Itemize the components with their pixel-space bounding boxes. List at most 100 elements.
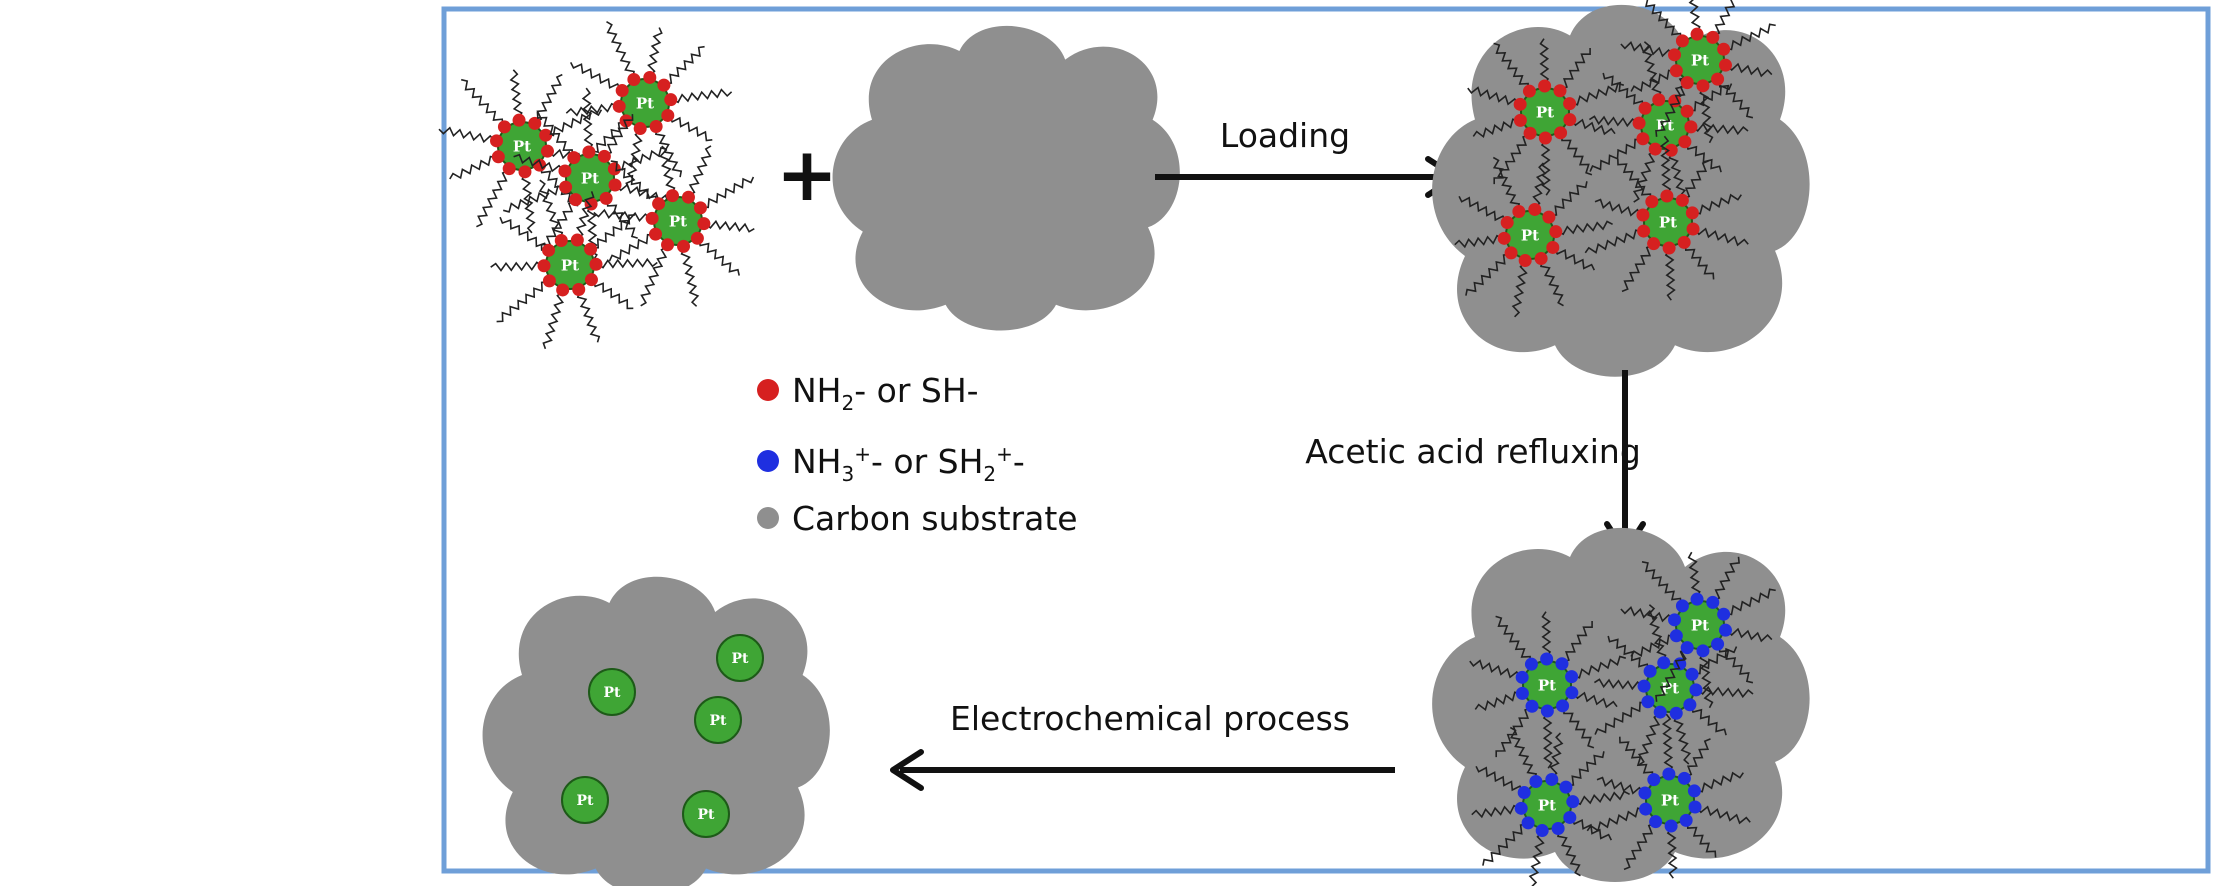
ligand-headgroup-dot — [1514, 801, 1528, 815]
pt-label: Pt — [1691, 51, 1709, 69]
ligand-headgroup-dot — [661, 108, 675, 122]
ligand-chain-icon — [606, 21, 635, 78]
ligand-headgroup-dot — [540, 144, 554, 158]
ligand-chain-icon — [1571, 118, 1616, 136]
ligand-headgroup-dot — [1675, 599, 1689, 613]
ligand-chain-icon — [1726, 62, 1773, 78]
pt-core — [561, 776, 609, 824]
ligand-chain-icon — [1532, 162, 1547, 209]
ligand-headgroup-dot — [1632, 116, 1646, 130]
ligand-chain-icon — [1699, 652, 1714, 709]
pt-label: Pt — [1661, 679, 1679, 697]
ligand-headgroup-dot — [1523, 126, 1537, 140]
ligand-chain-icon — [1620, 606, 1674, 623]
ligand-headgroup-dot — [1553, 84, 1567, 98]
ligand-chain-icon — [1623, 822, 1655, 871]
ligand-chain-icon — [1549, 732, 1564, 779]
ligand-headgroup-dot — [615, 84, 629, 98]
ligand-chain-icon — [1668, 151, 1687, 202]
ligand-headgroup-dot — [490, 134, 504, 148]
ligand-chain-icon — [1630, 69, 1675, 93]
ligand-headgroup-dot — [1563, 113, 1577, 127]
ligand-chain-icon — [1620, 41, 1674, 58]
ligand-headgroup-dot — [1657, 656, 1671, 670]
pt-label: Pt — [669, 212, 687, 230]
legend-item-amine-thiol: NH2- or SH- — [792, 371, 979, 415]
ligand-headgroup-dot — [627, 73, 641, 87]
ligand-chain-icon — [1584, 229, 1642, 254]
ligand-headgroup-dot — [1711, 72, 1725, 86]
ligand-headgroup-dot — [1551, 821, 1565, 835]
ligand-headgroup-dot — [1675, 193, 1689, 207]
ligand-headgroup-dot — [599, 191, 613, 205]
pt-label: Pt — [604, 685, 622, 701]
ligand-headgroup-dot — [1515, 670, 1529, 684]
ligand-headgroup-dot — [1680, 104, 1694, 118]
ligand-chain-icon — [1684, 243, 1715, 280]
ligand-chain-icon — [499, 216, 548, 250]
ligand-headgroup-dot — [1512, 205, 1526, 219]
ligand-chain-icon — [1696, 805, 1751, 825]
ligand-chain-icon — [1454, 234, 1503, 249]
ligand-headgroup-dot — [1538, 131, 1552, 145]
ligand-chain-icon — [698, 239, 740, 276]
ligand-chain-icon — [592, 214, 636, 249]
ligand-headgroup-dot — [1497, 231, 1511, 245]
ligand-chain-icon — [1713, 0, 1736, 37]
ligand-chain-icon — [1637, 713, 1661, 766]
ligand-headgroup-dot — [542, 274, 556, 288]
ligand-headgroup-dot — [1556, 699, 1570, 713]
ligand-headgroup-dot — [570, 233, 584, 247]
pt-label: Pt — [561, 256, 579, 274]
ligand-headgroup-dot — [1563, 97, 1577, 111]
plus-sign: + — [776, 132, 838, 218]
ligand-chain-icon — [1641, 561, 1682, 605]
ligand-chain-icon — [449, 155, 497, 180]
ligand-headgroup-dot — [633, 122, 647, 136]
ligand-chain-icon — [1540, 139, 1551, 196]
ligand-chain-icon — [1562, 707, 1595, 749]
ligand-headgroup-dot — [1649, 815, 1663, 829]
ligand-chain-icon — [575, 191, 595, 239]
ligand-headgroup-dot — [584, 273, 598, 287]
ligand-headgroup-dot — [1690, 27, 1704, 41]
pt-label: Pt — [1659, 213, 1677, 231]
ligand-chain-icon — [1632, 150, 1656, 203]
ligand-headgroup-dot — [1565, 686, 1579, 700]
ligand-chain-icon — [640, 245, 668, 307]
ligand-chain-icon — [1619, 736, 1654, 779]
ligand-chain-icon — [665, 45, 705, 85]
ligand-headgroup-dot — [1638, 101, 1652, 115]
ligand-headgroup-dot — [502, 162, 516, 176]
ligand-chain-icon — [1528, 831, 1545, 886]
ligand-chain-icon — [1467, 86, 1519, 106]
ligand-chain-icon — [1465, 253, 1510, 296]
ligand-headgroup-dot — [1669, 706, 1683, 720]
pt-label: Pt — [1661, 791, 1679, 809]
ligand-chain-icon — [597, 257, 658, 269]
ligand-headgroup-dot — [1504, 246, 1518, 260]
ligand-chain-icon — [1588, 115, 1638, 128]
ligand-headgroup-dot — [1669, 64, 1683, 78]
ligand-chain-icon — [1511, 261, 1528, 318]
ligand-headgroup-dot — [1525, 699, 1539, 713]
ligand-chain-icon — [1586, 807, 1644, 832]
ligand-headgroup-dot — [697, 217, 711, 231]
ligand-chain-icon — [616, 146, 668, 171]
ligand-headgroup-dot — [1528, 202, 1542, 216]
ligand-headgroup-dot — [1677, 235, 1691, 249]
ligand-headgroup-dot — [1664, 143, 1678, 157]
ligand-chain-icon — [1495, 707, 1532, 758]
ligand-headgroup-dot — [1664, 819, 1678, 833]
acetic-acid-arrow — [1607, 370, 1643, 552]
ligand-headgroup-dot — [567, 151, 581, 165]
ligand-headgroup-dot — [539, 128, 553, 142]
ligand-headgroup-dot — [643, 70, 657, 84]
ligand-headgroup-dot — [1534, 251, 1548, 265]
ligand-chain-icon — [1630, 634, 1675, 658]
ligand-headgroup-dot — [1690, 592, 1704, 606]
ligand-chain-icon — [1557, 220, 1613, 236]
acetic-acid-label: Acetic acid refluxing — [1305, 432, 1641, 471]
ligand-headgroup-dot — [1500, 216, 1514, 230]
legend-red-dot-icon — [757, 379, 779, 401]
